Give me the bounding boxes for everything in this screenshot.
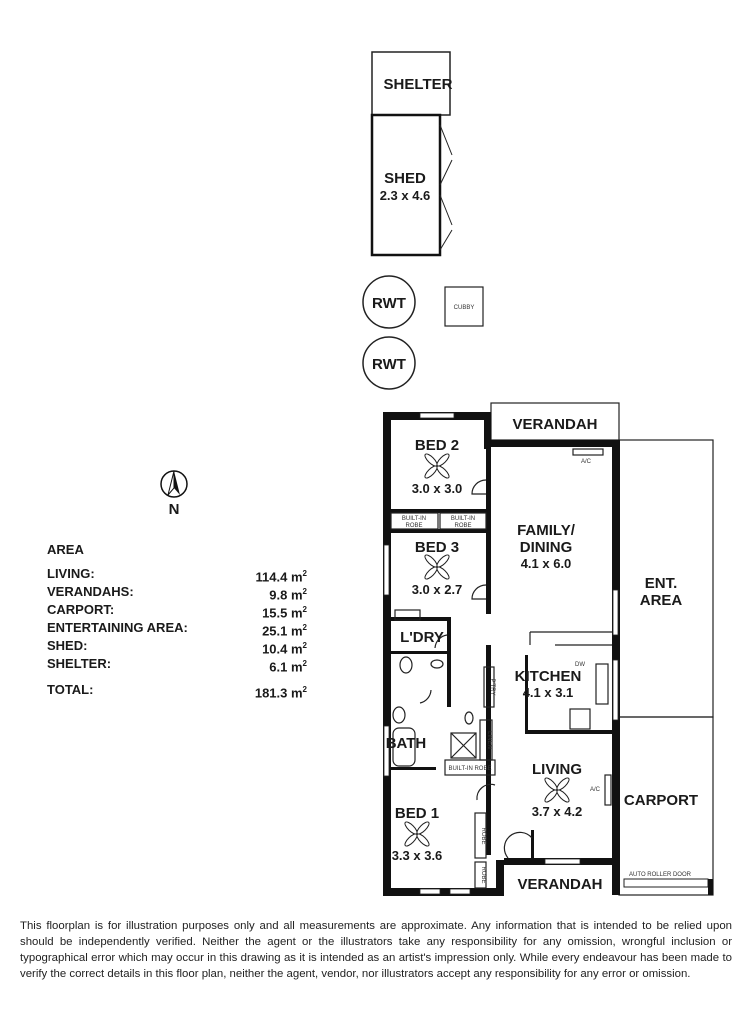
- bed1-dims: 3.3 x 3.6: [392, 848, 443, 863]
- area-value: 9.8 m: [269, 587, 303, 603]
- rwt-label: RWT: [372, 295, 406, 312]
- area-row: CARPORT: 15.5 m2: [47, 601, 307, 621]
- area-total-label: TOTAL:: [47, 682, 94, 697]
- kitchen-label: KITCHEN: [515, 668, 582, 685]
- shed-label: SHED: [384, 170, 426, 187]
- area-unit: 2: [302, 623, 307, 632]
- area-row: VERANDAHS: 9.8 m2: [47, 583, 307, 603]
- living-dims: 3.7 x 4.2: [532, 804, 583, 819]
- cubby: CUBBY: [444, 286, 484, 327]
- area-value: 15.5 m: [262, 605, 303, 621]
- linen-label: LINEN: [486, 731, 492, 749]
- bed1-label: BED 1: [395, 805, 439, 822]
- bath-label: BATH: [386, 735, 427, 752]
- rainwater-tank-2: RWT: [362, 336, 416, 390]
- area-label: ENTERTAINING AREA:: [47, 620, 188, 635]
- shelter: SHELTER: [371, 51, 453, 116]
- laundry-label: L'DRY: [400, 629, 444, 646]
- area-total-value: 181.3 m: [254, 685, 303, 701]
- area-label: LIVING:: [47, 566, 95, 581]
- area-unit: 2: [302, 641, 307, 650]
- family-dims: 4.1 x 6.0: [521, 556, 572, 571]
- area-unit: 2: [302, 659, 307, 668]
- pantry-label: P'TRY: [489, 678, 495, 695]
- dw-label: DW: [575, 662, 585, 668]
- north-arrow-icon: N: [160, 470, 188, 518]
- family-label: FAMILY/: [517, 522, 576, 539]
- area-label: VERANDAHS:: [47, 584, 134, 599]
- family-label: DINING: [520, 539, 573, 556]
- bed2-label: BED 2: [415, 437, 459, 454]
- bed3-label: BED 3: [415, 539, 459, 556]
- ac-label: A/C: [590, 787, 601, 793]
- shed: SHED 2.3 x 4.6: [370, 113, 453, 257]
- carport-label: CARPORT: [624, 792, 698, 809]
- disclaimer: This floorplan is for illustration purpo…: [20, 920, 732, 980]
- living-label: LIVING: [532, 761, 582, 778]
- rainwater-tank-1: RWT: [362, 275, 416, 329]
- area-row: ENTERTAINING AREA: 25.1 m2: [47, 619, 307, 639]
- area-heading: AREA: [47, 542, 84, 557]
- area-label: SHED:: [47, 638, 88, 653]
- robe-label: BUILT-IN: [451, 516, 475, 522]
- ac-label: A/C: [581, 459, 592, 465]
- kitchen-dims: 4.1 x 3.1: [523, 685, 574, 700]
- roller-door-label: AUTO ROLLER DOOR: [629, 872, 692, 878]
- area-label: CARPORT:: [47, 602, 115, 617]
- robe-label: ROBE: [480, 827, 486, 844]
- ent-area-label: AREA: [640, 592, 683, 609]
- area-unit: 2: [302, 569, 307, 578]
- area-unit: 2: [302, 605, 307, 614]
- verandah-bottom-label: VERANDAH: [517, 876, 602, 893]
- robe-label: ROBE: [454, 523, 471, 529]
- area-value: 25.1 m: [262, 623, 303, 639]
- area-unit: 2: [302, 685, 307, 694]
- robe-label: BUILT-IN: [402, 516, 426, 522]
- area-row: LIVING: 114.4 m2: [47, 565, 307, 585]
- bed3-dims: 3.0 x 2.7: [412, 582, 463, 597]
- verandah-top-label: VERANDAH: [512, 416, 597, 433]
- rwt-label: RWT: [372, 356, 406, 373]
- area-row: SHELTER: 6.1 m2: [47, 655, 307, 675]
- robe-label: BUILT-IN ROBE: [449, 766, 492, 772]
- robe-label: ROBE: [480, 866, 486, 883]
- cubby-label: CUBBY: [454, 305, 475, 311]
- shed-dims: 2.3 x 4.6: [380, 188, 431, 203]
- area-schedule: AREA LIVING:114.4 m2 VERANDAHS:9.8 m2 CA…: [47, 542, 307, 701]
- area-total-row: TOTAL: 181.3 m2: [47, 681, 307, 701]
- area-value: 10.4 m: [262, 641, 303, 657]
- north-label: N: [169, 501, 180, 518]
- area-value: 114.4 m: [255, 569, 303, 585]
- area-row: SHED: 10.4 m2: [47, 637, 307, 657]
- area-label: SHELTER:: [47, 656, 112, 671]
- shelter-label: SHELTER: [384, 76, 453, 93]
- area-value: 6.1 m: [269, 659, 303, 675]
- ent-area-label: ENT.: [645, 575, 678, 592]
- bed2-dims: 3.0 x 3.0: [412, 481, 463, 496]
- area-unit: 2: [302, 587, 307, 596]
- robe-label: ROBE: [405, 523, 422, 529]
